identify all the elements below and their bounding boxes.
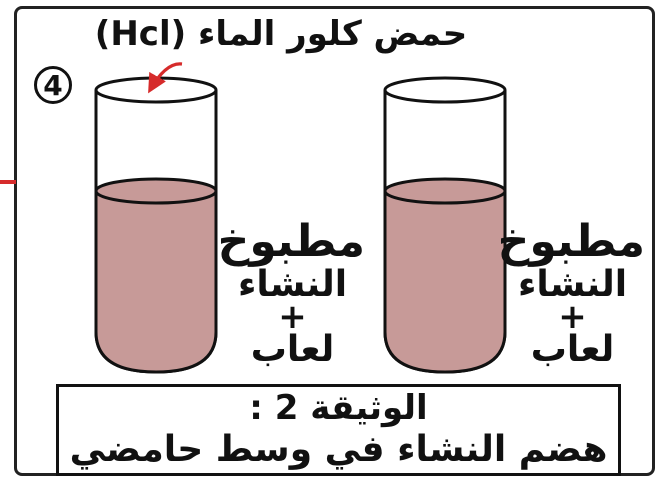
right-tube-label-line-4: لعاب bbox=[530, 329, 615, 371]
left-tube-label-line-2: النشاء bbox=[237, 263, 348, 305]
document-caption-box: الوثيقة 2 : هضم النشاء في وسط حامضي bbox=[56, 384, 621, 476]
document-caption-subtitle: هضم النشاء في وسط حامضي bbox=[69, 428, 608, 470]
left-tube-plus-sign: + bbox=[278, 296, 307, 337]
number-4-badge: 4 bbox=[34, 66, 72, 104]
right-tube-label-line-2: النشاء bbox=[517, 263, 628, 305]
left-liquid-surface bbox=[94, 177, 218, 205]
left-test-tube bbox=[94, 76, 218, 374]
right-test-tube bbox=[383, 76, 507, 374]
left-tube-label-line-4: لعاب bbox=[250, 329, 335, 371]
right-tube-plus-sign: + bbox=[558, 296, 587, 337]
left-tube-label-line-1: مطبوخ bbox=[217, 216, 365, 267]
right-tube-label: مطبوخ النشاء + لعاب bbox=[497, 216, 645, 371]
left-edge-marker bbox=[0, 180, 16, 184]
left-tube-label: مطبوخ النشاء + لعاب bbox=[217, 216, 365, 371]
right-tube-label-line-1: مطبوخ bbox=[497, 216, 645, 267]
right-liquid-surface bbox=[383, 177, 507, 205]
left-tube-outline bbox=[94, 191, 218, 374]
left-tube-liquid bbox=[96, 191, 216, 372]
right-tube-rim bbox=[383, 76, 507, 104]
badge-number: 4 bbox=[43, 68, 63, 102]
document-caption-title: الوثيقة 2 : bbox=[249, 388, 428, 429]
right-tube-outline bbox=[383, 191, 507, 374]
acid-arrow bbox=[148, 62, 183, 94]
hydrochloric-acid-label: حمض كلور الماء (Hcl) bbox=[94, 14, 468, 54]
right-tube-liquid bbox=[385, 191, 505, 372]
